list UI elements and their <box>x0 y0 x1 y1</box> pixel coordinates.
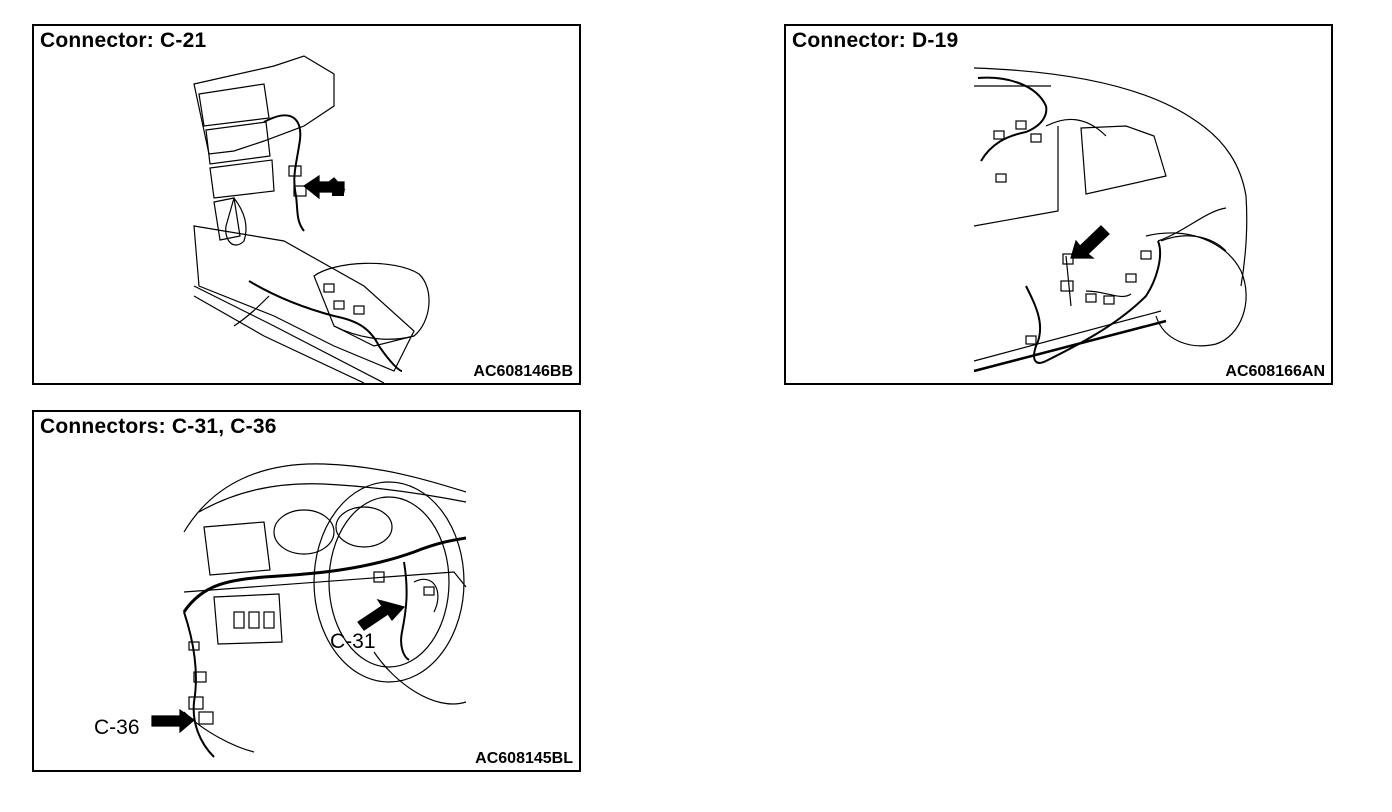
figure-code: AC608166AN <box>1225 363 1325 380</box>
panel-title: Connectors: C-31, C-36 <box>40 415 277 438</box>
panel-connectors-c31-c36: Connectors: C-31, C-36 C-31 C-36 AC60814… <box>32 410 581 772</box>
c31-pointer-arrow <box>357 599 406 631</box>
figure-code: AC608146BB <box>473 363 573 380</box>
d19-pointer-arrow <box>1070 225 1110 259</box>
panel-title: Connector: C-21 <box>40 29 207 52</box>
callout-c36: C-36 <box>94 716 140 739</box>
c21-location-illustration <box>193 55 430 383</box>
panel-connector-d19: Connector: D-19 AC608166AN <box>784 24 1333 385</box>
c36-pointer-arrow <box>151 708 195 734</box>
d19-location-illustration <box>973 67 1248 373</box>
figure-code: AC608145BL <box>475 750 573 767</box>
c21-pointer-arrow <box>302 174 345 200</box>
callout-c31: C-31 <box>330 630 376 653</box>
panel-title: Connector: D-19 <box>792 29 959 52</box>
c31-c36-location-illustration <box>151 463 467 758</box>
panel-connector-c21: Connector: C-21 AC608146BB <box>32 24 581 385</box>
